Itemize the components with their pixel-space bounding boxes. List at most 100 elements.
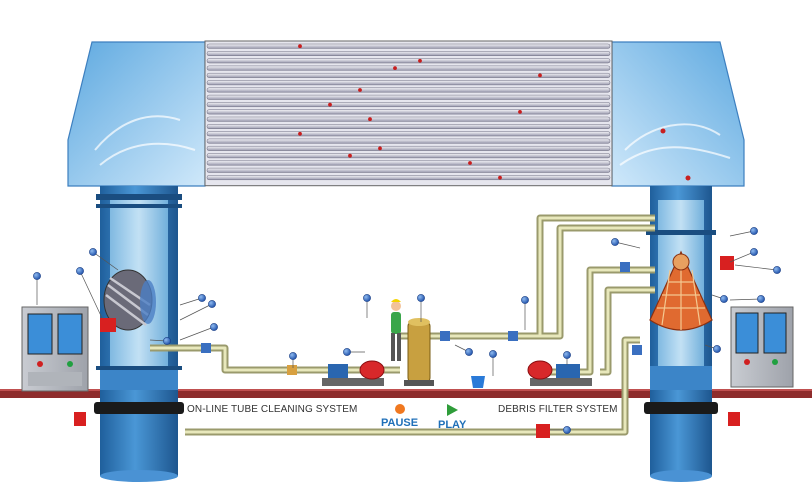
- info-leader-line: [734, 264, 778, 271]
- ball-injector-vessel: [404, 318, 434, 386]
- cleaning-ball: [328, 102, 332, 107]
- info-dot-icon[interactable]: [363, 294, 371, 302]
- info-dot-icon[interactable]: [521, 296, 529, 304]
- valve-icon: [728, 412, 740, 426]
- info-dot-icon[interactable]: [563, 351, 571, 359]
- condenser-tube: [206, 43, 611, 49]
- valve-icon: [508, 331, 518, 341]
- condenser-tube: [206, 145, 611, 151]
- cleaning-ball: [393, 66, 397, 70]
- condenser-tube: [206, 153, 611, 159]
- info-dot-icon[interactable]: [198, 294, 206, 302]
- info-dot-icon[interactable]: [489, 350, 497, 358]
- info-leader-line: [729, 251, 755, 263]
- info-dot-icon[interactable]: [757, 295, 765, 303]
- cleaning-ball: [418, 58, 422, 63]
- info-dot-icon[interactable]: [89, 248, 97, 256]
- info-leader-line: [614, 241, 641, 249]
- right-water-column: [644, 186, 718, 482]
- condenser-tube-bundle: [204, 40, 613, 187]
- cleaning-ball: [538, 73, 542, 78]
- valve-icon: [632, 345, 642, 355]
- condenser-tube: [206, 124, 611, 129]
- ball-collector-screen: [103, 269, 156, 331]
- info-dot-group: [33, 227, 781, 434]
- pause-icon: [394, 404, 405, 414]
- condenser-tube: [206, 102, 611, 108]
- cleaning-ball: [368, 117, 372, 122]
- condenser-tube: [206, 58, 611, 64]
- info-dot-icon[interactable]: [343, 348, 351, 356]
- piping-network: [150, 214, 655, 436]
- pause-label: PAUSE: [381, 417, 419, 429]
- condenser-tube: [206, 167, 611, 173]
- cleaning-ball: [378, 146, 382, 151]
- condenser-tube: [206, 175, 611, 181]
- valve-icon: [536, 424, 550, 438]
- cleaning-ball: [358, 88, 362, 92]
- condenser-tube: [206, 116, 611, 122]
- condenser-tube: [206, 138, 611, 144]
- info-dot-icon[interactable]: [773, 266, 781, 274]
- valve-icon: [100, 318, 116, 332]
- info-dot-icon[interactable]: [289, 352, 297, 360]
- cleaning-ball: [298, 131, 302, 136]
- info-dot-icon[interactable]: [208, 300, 216, 308]
- drain-bucket: [471, 376, 485, 388]
- info-dot-icon[interactable]: [750, 227, 758, 235]
- condenser-hood-right: [611, 41, 745, 187]
- worker-icon: [391, 299, 401, 361]
- condenser-tube: [206, 94, 611, 100]
- tube-cleaning-label: ON-LINE TUBE CLEANING SYSTEM: [187, 404, 358, 415]
- valve-icon: [720, 256, 734, 270]
- condenser-tube: [206, 80, 611, 86]
- info-dot-icon[interactable]: [417, 294, 425, 302]
- condenser-tube: [206, 87, 611, 93]
- pump-icon-left: [322, 360, 385, 386]
- play-icon: [446, 404, 458, 416]
- play-label: PLAY: [438, 419, 467, 431]
- valve-icon: [201, 343, 211, 353]
- valve-group: [74, 256, 740, 438]
- valve-icon: [287, 365, 297, 375]
- cleaning-ball: [468, 161, 472, 165]
- left-water-column: [94, 186, 184, 482]
- debris-filter-label: DEBRIS FILTER SYSTEM: [498, 404, 618, 415]
- pause-button[interactable]: PAUSE: [381, 404, 418, 429]
- info-dot-icon[interactable]: [720, 295, 728, 303]
- control-panel-left: [21, 306, 89, 392]
- valve-icon: [74, 412, 86, 426]
- info-leader-line: [729, 298, 762, 301]
- info-dot-icon[interactable]: [210, 323, 218, 331]
- cleaning-ball: [298, 44, 302, 49]
- info-dot-icon[interactable]: [750, 248, 758, 256]
- info-dot-icon[interactable]: [713, 345, 721, 353]
- debris-filter-cone: [649, 250, 713, 331]
- info-dot-icon[interactable]: [465, 348, 473, 356]
- info-leader-line: [729, 230, 755, 237]
- info-leader-line: [79, 270, 103, 319]
- condenser-tube: [206, 160, 611, 166]
- info-dot-icon[interactable]: [563, 426, 571, 434]
- info-dot-icon[interactable]: [611, 238, 619, 246]
- info-dot-icon[interactable]: [76, 267, 84, 275]
- condenser-tube: [206, 65, 611, 71]
- info-leader-line: [179, 303, 213, 321]
- condenser-tube: [206, 72, 611, 78]
- info-dot-icon[interactable]: [163, 337, 171, 345]
- info-leader-line: [179, 326, 215, 341]
- valve-icon: [440, 331, 450, 341]
- condenser-tube: [206, 131, 611, 137]
- control-panel-right: [730, 306, 794, 388]
- floor-slab: [0, 389, 812, 398]
- info-leader-line: [92, 251, 119, 271]
- cleaning-ball: [518, 110, 522, 114]
- info-dot-icon[interactable]: [33, 272, 41, 280]
- cleaning-ball: [498, 175, 502, 180]
- pump-icon-right: [527, 360, 592, 386]
- valve-icon: [620, 262, 630, 272]
- cleaning-ball: [348, 153, 352, 158]
- play-button[interactable]: PLAY: [438, 404, 466, 431]
- condenser-hood-left: [67, 41, 206, 187]
